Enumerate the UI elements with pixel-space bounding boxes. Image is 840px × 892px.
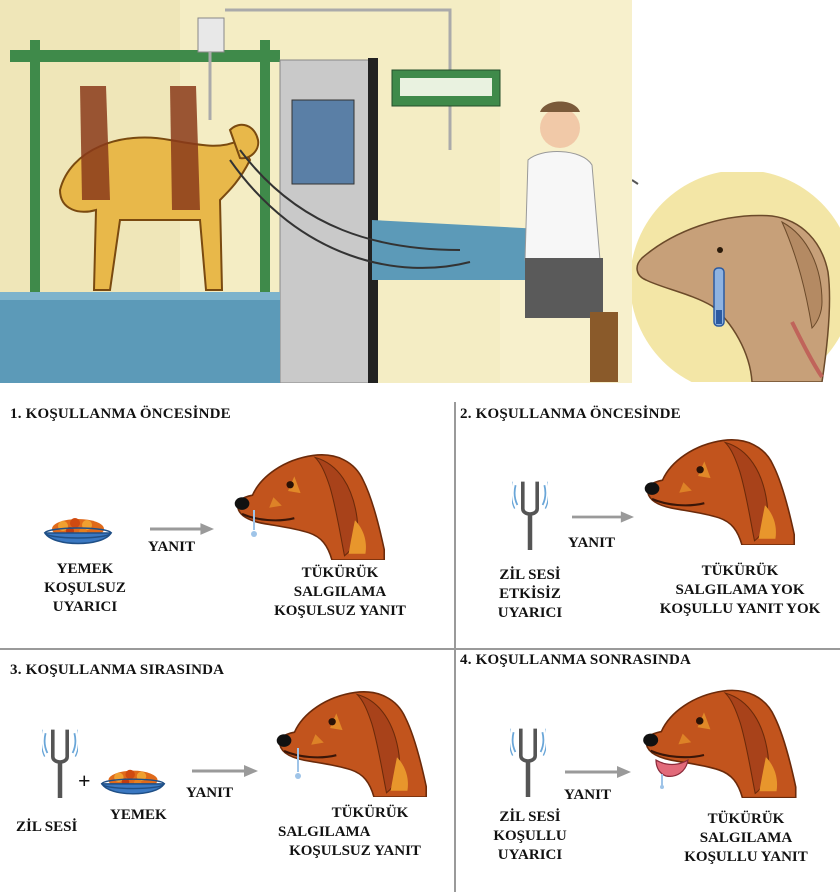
response-label: TÜKÜRÜK SALGILAMA KOŞULLU YANIT bbox=[660, 810, 832, 867]
stimulus-line: KOŞULLU bbox=[470, 827, 590, 846]
bell-label: ZİL SESİ bbox=[16, 818, 77, 837]
response-line: SALGILAMA bbox=[660, 829, 832, 848]
stimulus-line: KOŞULSUZ bbox=[30, 579, 140, 598]
stimulus-label: ZİL SESİ KOŞULLU UYARICI bbox=[470, 808, 590, 865]
panel-3-title: 3. KOŞULLANMA SIRASINDA bbox=[10, 662, 224, 679]
tongue-drool-icon bbox=[652, 754, 692, 790]
response-line: TÜKÜRÜK bbox=[640, 562, 840, 581]
bell-fork-icon bbox=[42, 724, 78, 800]
plus-sign: + bbox=[78, 768, 91, 794]
arrow-label: YANIT bbox=[186, 784, 233, 803]
panel-divider-vertical bbox=[454, 402, 456, 892]
food-bowl-icon bbox=[43, 510, 113, 552]
response-label: TÜKÜRÜK SALGILAMA YOK KOŞULLU YANIT YOK bbox=[640, 562, 840, 619]
stimulus-line: UYARICI bbox=[470, 604, 590, 623]
panel-divider-horizontal bbox=[0, 648, 840, 650]
response-line: KOŞULLU YANIT YOK bbox=[640, 600, 840, 619]
arrow-label: YANIT bbox=[148, 538, 195, 557]
dog-head-icon bbox=[230, 445, 390, 560]
response-line: SALGILAMA YOK bbox=[640, 581, 840, 600]
response-line: KOŞULSUZ YANIT bbox=[250, 602, 430, 621]
response-line: SALGILAMA bbox=[270, 823, 440, 842]
response-line: KOŞULLU YANIT bbox=[660, 848, 832, 867]
stimulus-line: ZİL SESİ bbox=[470, 566, 590, 585]
dog-head-icon bbox=[640, 430, 800, 545]
response-line: TÜKÜRÜK bbox=[660, 810, 832, 829]
arrow-icon bbox=[185, 764, 265, 778]
drool-drop-icon bbox=[292, 748, 304, 782]
stimulus-label: ZİL SESİ ETKİSİZ UYARICI bbox=[470, 566, 590, 623]
food-label: YEMEK bbox=[110, 806, 167, 825]
lab-illustration bbox=[0, 0, 632, 383]
arrow-label: YANIT bbox=[568, 534, 615, 553]
dog-saliva-tube-illustration bbox=[632, 172, 840, 382]
food-bowl-icon bbox=[100, 762, 166, 802]
arrow-icon bbox=[150, 522, 214, 536]
arrow-icon bbox=[565, 765, 631, 779]
stimulus-label: YEMEK KOŞULSUZ UYARICI bbox=[30, 560, 140, 617]
bell-fork-icon bbox=[510, 722, 546, 800]
panel-1-title: 1. KOŞULLANMA ÖNCESİNDE bbox=[10, 406, 231, 423]
arrow-label: YANIT bbox=[564, 786, 611, 805]
drool-drop-icon bbox=[248, 510, 260, 540]
response-line: SALGILAMA bbox=[250, 583, 430, 602]
stimulus-line: ETKİSİZ bbox=[470, 585, 590, 604]
response-line: KOŞULSUZ YANIT bbox=[270, 842, 440, 861]
response-label: TÜKÜRÜK SALGILAMA KOŞULSUZ YANIT bbox=[250, 564, 430, 621]
stimulus-line: YEMEK bbox=[30, 560, 140, 579]
response-label: TÜKÜRÜK SALGILAMA KOŞULSUZ YANIT bbox=[270, 804, 440, 861]
panel-4-title: 4. KOŞULLANMA SONRASINDA bbox=[460, 652, 691, 669]
bell-fork-icon bbox=[512, 478, 548, 550]
panel-2-title: 2. KOŞULLANMA ÖNCESİNDE bbox=[460, 406, 681, 423]
stimulus-line: ZİL SESİ bbox=[470, 808, 590, 827]
stimulus-line: UYARICI bbox=[470, 846, 590, 865]
response-line: TÜKÜRÜK bbox=[250, 564, 430, 583]
arrow-icon bbox=[572, 510, 634, 524]
response-line: TÜKÜRÜK bbox=[270, 804, 440, 823]
stimulus-line: UYARICI bbox=[30, 598, 140, 617]
